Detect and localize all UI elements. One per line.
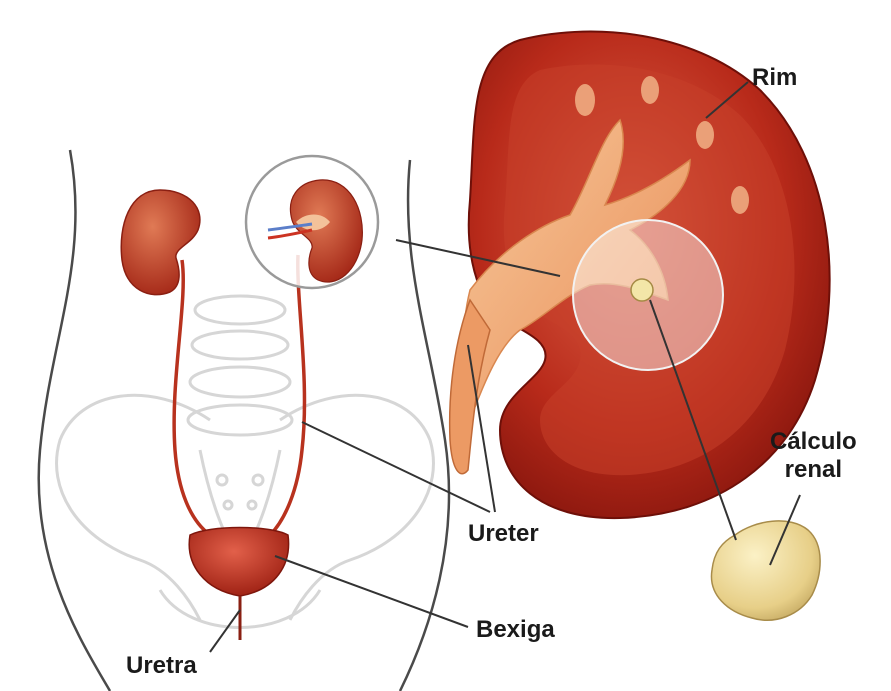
label-rim: Rim	[752, 64, 797, 92]
magnifier	[246, 156, 378, 288]
label-bexiga: Bexiga	[476, 616, 555, 644]
body-left-contour	[39, 150, 110, 691]
bladder	[189, 528, 288, 597]
papilla	[696, 121, 714, 149]
label-uretra: Uretra	[126, 652, 197, 680]
vertebra	[195, 296, 285, 324]
small-kidney-left	[121, 190, 200, 295]
vertebra	[192, 331, 288, 359]
body-outline	[39, 150, 449, 691]
papilla	[641, 76, 659, 104]
kidney-stone	[711, 521, 820, 620]
vertebra	[190, 367, 290, 397]
stone-in-kidney	[631, 279, 653, 301]
sacrum-hole	[253, 475, 263, 485]
ureter-right	[270, 255, 304, 535]
papilla	[575, 84, 595, 116]
leader-bexiga	[275, 556, 468, 627]
sacrum-hole	[248, 501, 256, 509]
sacrum-hole	[217, 475, 227, 485]
label-calculo-renal: Cálculo renal	[770, 428, 857, 483]
label-calculo-line2: renal	[770, 456, 857, 484]
sacrum-hole	[224, 501, 232, 509]
label-calculo-line1: Cálculo	[770, 428, 857, 456]
papilla	[731, 186, 749, 214]
leader-uretra	[210, 610, 240, 652]
vertebra	[188, 405, 292, 435]
label-ureter: Ureter	[468, 520, 539, 548]
